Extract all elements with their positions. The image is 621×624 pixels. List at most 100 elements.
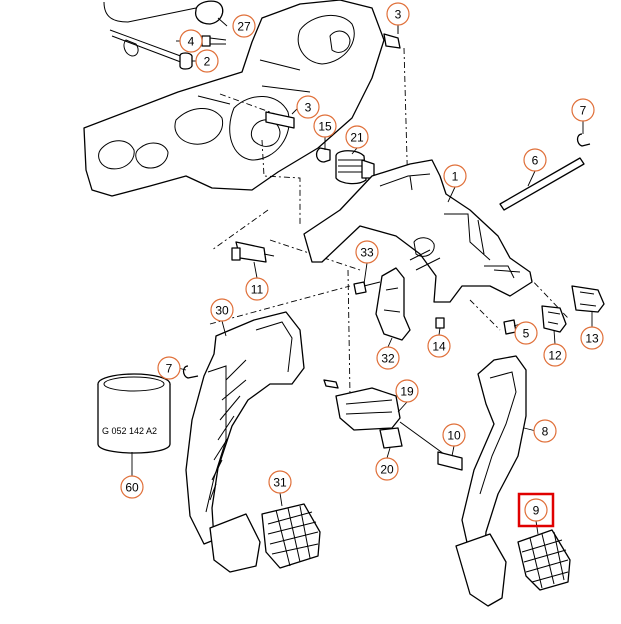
callout-32: 32: [376, 346, 400, 370]
callout-20: 20: [375, 457, 399, 481]
bushing-3-upper: [383, 25, 401, 49]
callout-60: 60: [120, 475, 144, 499]
callout-19: 19: [395, 379, 419, 403]
callout-6: 6: [523, 148, 547, 172]
callout-label: 31: [273, 476, 287, 490]
switch-12: [541, 305, 567, 333]
callout-label: 27: [237, 20, 251, 34]
callout-circle: [427, 334, 451, 358]
pedal-pad-9: [517, 529, 571, 591]
callout-3: 3: [296, 95, 320, 119]
callout-label: 2: [204, 55, 211, 69]
callout-14: 14: [427, 334, 451, 358]
callout-11: 11: [245, 277, 269, 301]
callout-circle: [179, 29, 203, 53]
callout-label: 33: [360, 246, 374, 260]
callout-27: 27: [232, 14, 256, 38]
callout-label: 13: [585, 332, 599, 346]
callout-label: 19: [400, 385, 414, 399]
callout-30: 30: [210, 298, 234, 322]
callout-circle: [524, 498, 548, 522]
callout-circle: [543, 343, 567, 367]
highlight-box: [517, 492, 555, 528]
callout-circle: [210, 298, 234, 322]
callout-label: 3: [305, 101, 312, 115]
callout-label: 7: [166, 362, 173, 376]
nut-2: [179, 52, 193, 70]
spring-21: [335, 150, 375, 185]
callout-label: 8: [542, 425, 549, 439]
callout-label: 1: [452, 170, 459, 184]
callout-circle: [232, 14, 256, 38]
callout-7: 7: [157, 356, 181, 380]
callout-circle: [376, 346, 400, 370]
callout-label: 4: [188, 35, 195, 49]
callout-12: 12: [543, 343, 567, 367]
callout-circle: [157, 356, 181, 380]
callout-3: 3: [386, 2, 410, 26]
callout-circle: [375, 457, 399, 481]
callout-label: 21: [350, 131, 364, 145]
callout-label: 60: [125, 481, 139, 495]
callout-circle: [443, 164, 467, 188]
callout-circle: [571, 98, 595, 122]
callout-1: 1: [443, 164, 467, 188]
callout-circle: [268, 470, 292, 494]
callout-label: 12: [548, 349, 562, 363]
callout-label: 10: [447, 429, 461, 443]
clip-7-lower: [182, 365, 199, 379]
callout-label: 15: [318, 120, 332, 134]
callout-label: 30: [215, 304, 229, 318]
callout-7: 7: [571, 98, 595, 122]
callout-13: 13: [580, 326, 604, 350]
bushing-3-middle: [265, 111, 295, 129]
clip-7-upper: [576, 133, 591, 147]
clip-15: [315, 147, 331, 163]
callout-circle: [120, 475, 144, 499]
part-stamp-text: G 052 142 A2: [102, 426, 157, 436]
callout-circle: [245, 277, 269, 301]
callout-circle: [442, 423, 466, 447]
callout-15: 15: [313, 114, 337, 138]
callout-31: 31: [268, 470, 292, 494]
callout-9: 9: [524, 498, 548, 522]
callout-5: 5: [514, 321, 538, 345]
callout-circle: [386, 2, 410, 26]
callout-label: 7: [580, 104, 587, 118]
nut-5: [503, 319, 517, 335]
callout-circle: [355, 240, 379, 264]
stamp-cylinder-60: G 052 142 A2: [97, 373, 171, 454]
clutch-pedal-30: [185, 311, 305, 573]
pedal-bracket-1: [303, 159, 533, 303]
pedal-pad-31: [261, 503, 321, 569]
callout-circle: [345, 125, 369, 149]
cable-clip: [103, 0, 224, 65]
callout-label: 3: [395, 8, 402, 22]
callout-label: 14: [432, 340, 446, 354]
callout-label: 5: [523, 327, 530, 341]
callout-21: 21: [345, 125, 369, 149]
callout-circle: [195, 49, 219, 73]
brake-pedal-8: [455, 355, 527, 607]
switch-13: [571, 285, 605, 313]
callout-label: 9: [533, 504, 540, 518]
bracket-32: [375, 267, 411, 341]
master-cylinder-19: [323, 379, 463, 471]
switch-11: [231, 241, 275, 263]
callout-circle: [514, 321, 538, 345]
callout-circle: [313, 114, 337, 138]
firewall-bracket: [83, 0, 385, 197]
callout-circle: [296, 95, 320, 119]
bolt-14: [435, 317, 445, 329]
callout-label: 11: [251, 283, 264, 297]
pivot-shaft-6: [499, 157, 585, 211]
callout-2: 2: [195, 49, 219, 73]
screw-33: [353, 281, 381, 295]
callout-8: 8: [533, 419, 557, 443]
callout-10: 10: [442, 423, 466, 447]
callout-circle: [395, 379, 419, 403]
leader-lines: [131, 17, 593, 535]
callout-label: 32: [381, 352, 395, 366]
